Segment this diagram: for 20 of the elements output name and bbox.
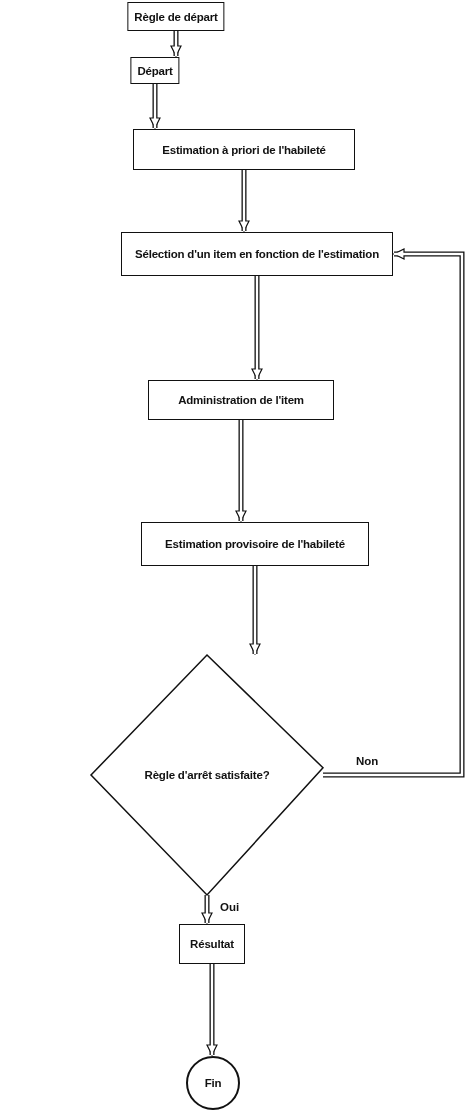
process-box <box>121 232 393 276</box>
decision-diamond <box>91 655 323 895</box>
process-box <box>141 522 369 566</box>
edge-label: Non <box>355 755 380 767</box>
process-box <box>133 129 355 170</box>
node-text: Règle d'arrêt satisfaite? <box>144 769 270 781</box>
process-box <box>127 2 225 31</box>
node-text: Estimation à priori de l'habileté <box>162 143 326 156</box>
node-text: Règle de départ <box>134 10 218 23</box>
node-text: Sélection d'un item en fonction de l'estimation <box>135 248 379 260</box>
node-text: Résultat <box>190 938 234 950</box>
edge-label: Oui <box>219 901 241 913</box>
node-text: Départ <box>137 64 173 77</box>
process-box <box>179 924 245 964</box>
terminal-circle <box>186 1056 240 1110</box>
process-box <box>148 380 334 420</box>
node-text: Fin <box>204 1077 222 1089</box>
node-text: Estimation provisoire de l'habileté <box>165 538 345 550</box>
node-text: Administration de l'item <box>178 394 304 406</box>
process-box <box>130 57 180 84</box>
